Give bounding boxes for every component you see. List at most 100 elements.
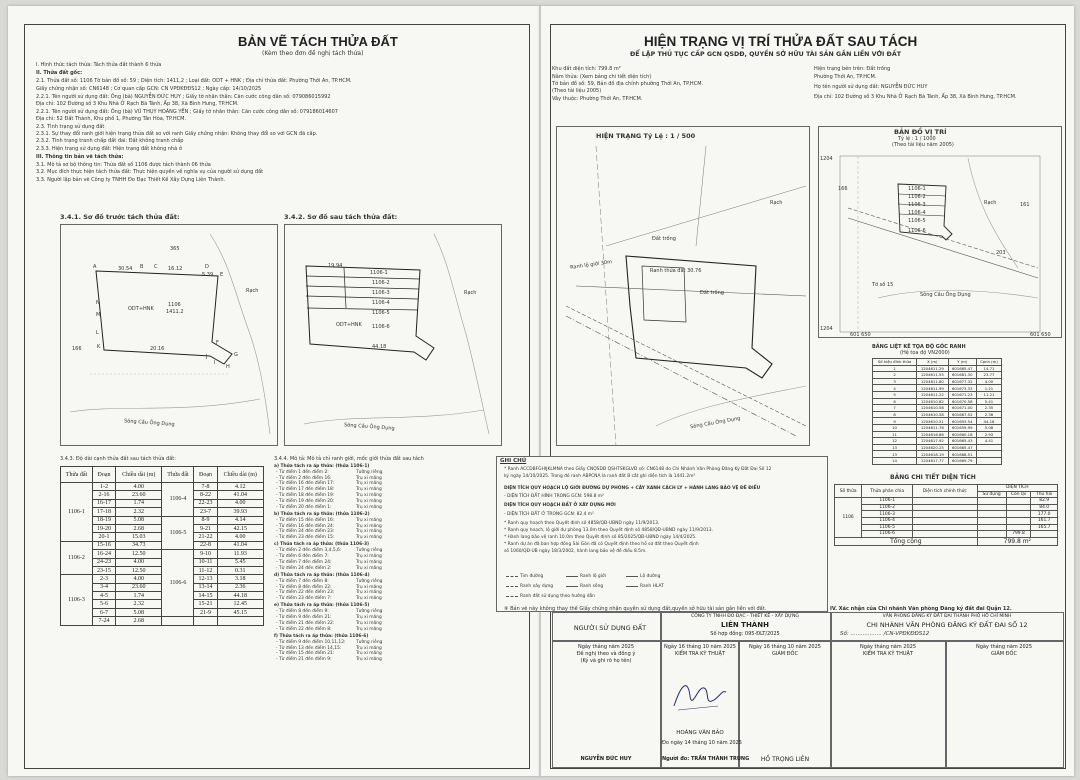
table-segment-cell: 16-24 [92, 549, 117, 559]
table-segment-cell: 21-22 [193, 532, 218, 542]
table-segment-cell: 5-6 [92, 599, 117, 609]
location-note: (Theo tài liệu năm 2005) [892, 142, 954, 148]
right-info-left-line: Tờ bản đồ số: 59, Bản đồ địa chính phườn… [552, 81, 704, 87]
coord-cell [975, 443, 1003, 452]
table-segment-cell: 22-23 [193, 498, 218, 509]
neighbor-row-segment: - Từ điểm 24 đến điểm 2: [276, 565, 332, 571]
before-point-k: K [97, 344, 101, 350]
area-cell: 1106-5 [861, 523, 913, 532]
coord-cell: 601665.43 [947, 437, 977, 445]
location-n161: 161 [1020, 202, 1030, 208]
coord-cell: 1204620.25 [916, 443, 949, 452]
table-segment-cell: 1-2 [92, 481, 117, 492]
sig-director-role: GIÁM ĐỐC [772, 651, 798, 657]
neighbor-row-type: Tường riêng [356, 609, 383, 615]
neighbor-row-segment: - Từ điểm 9 đến điểm 10,11,12: [276, 639, 346, 645]
table-length-cell: 4.00 [115, 557, 163, 567]
sig-director-name: HỒ TRỌNG LIÊN [760, 756, 810, 763]
after-side-dim: 44.18 [372, 344, 387, 350]
coord-title: BẢNG LIỆT KÊ TỌA ĐỘ GÓC RANH [872, 344, 966, 350]
area-cell [976, 530, 1007, 538]
coord-cell: 11 [871, 430, 918, 439]
neighbor-row-segment: - Từ điểm 13 đến điểm 14,15: [276, 645, 342, 651]
coord-cell: 1204617.92 [916, 437, 949, 445]
coord-cell: 601668.51 [947, 450, 977, 458]
area-cell [911, 523, 978, 532]
sig-col-2 [738, 640, 740, 768]
right-info-left-line: Khu đất diện tích: 799.8 m² [552, 66, 621, 72]
neighbor-row-segment: - Từ điểm 23 đến điểm 15: [276, 535, 335, 541]
coord-cell: 4.00 [975, 377, 1003, 386]
coord-cell: 1204610.82 [916, 397, 949, 406]
neighbor-row-type: Trụ xi măng [356, 475, 382, 481]
coord-cell: 5.08 [975, 423, 1003, 432]
location-n166: 166 [838, 186, 848, 192]
table-length-cell: 2.68 [115, 616, 163, 626]
table-length-cell: 3.18 [216, 574, 264, 584]
coord-cell: 14 [871, 456, 918, 465]
neighbor-row-type: Trụ xi măng [356, 504, 382, 510]
legend-swatch [506, 596, 518, 597]
area-cell [1005, 510, 1032, 518]
neighbor-row-segment: - Từ điểm 2 đến điểm 16: [276, 475, 332, 481]
table-length-cell: 45.15 [216, 607, 264, 618]
after-lot-5: 1106-5 [372, 310, 390, 316]
area-cell [911, 497, 978, 505]
location-lot-1: 1106-1 [908, 186, 926, 192]
legend-swatch [626, 586, 638, 587]
legend-note: ⑧ Bản vẽ này không thay thế Giấy chứng n… [504, 606, 767, 612]
after-lot-1: 1106-1 [370, 270, 388, 276]
neighbor-row-segment: - Từ điểm 8 đến điểm 9: [276, 609, 329, 615]
branch-name: CHI NHÁNH VĂN PHÒNG ĐĂNG KÝ ĐẤT ĐAI SỐ 1… [866, 621, 1028, 629]
before-point-m: M [96, 312, 101, 318]
neighbor-row-segment: - Từ điểm 18 đến điểm 19: [276, 493, 335, 498]
area-head-lot: Số thửa [833, 483, 863, 499]
table-segment-cell: 22-8 [193, 540, 218, 551]
coord-cell: 1204610.51 [916, 417, 949, 425]
table-segment-cell: 19-20 [92, 523, 117, 534]
area-total-value: 799.8 m² [976, 536, 1059, 546]
note-line: DIỆN TÍCH QUY HOẠCH LỘ GIỚI ĐƯỜNG DỰ PHÒ… [504, 486, 761, 491]
sketch-before-frame [60, 224, 278, 446]
area-head-official: Diện tích chính thức [911, 483, 978, 499]
right-info-right-line: Phường Thới An, TP.HCM. [814, 74, 877, 80]
neighbor-row-segment: - Từ điểm 2 đến điểm 3,4,5,6: [276, 548, 342, 554]
area-head-use: Sử dụng [976, 490, 1007, 499]
table-segment-cell: 10-11 [193, 557, 218, 567]
signature-frame [552, 612, 1064, 768]
sig-owner-note: (Ký và ghi rõ họ tên) [580, 658, 632, 664]
after-river-line [303, 409, 485, 425]
before-lot: 1106 [168, 302, 181, 308]
table-length-cell: 42.15 [216, 523, 264, 534]
plan-vacant-2: Đất trống [700, 290, 724, 296]
coord-cell: 601671.23 [947, 390, 977, 399]
note-line: ký ngày 14/10/2025. Trong đó ranh ABPCNA… [504, 474, 696, 479]
legend-item: Ranh sông [580, 584, 604, 589]
table-cell [161, 616, 195, 626]
before-point-j: J [206, 354, 208, 360]
neighbor-row-segment: - Từ điểm 19 đến điểm 20: [276, 498, 335, 504]
before-point-l: L [96, 330, 99, 336]
area-cell [911, 516, 978, 525]
neighbor-row-segment: - Từ điểm 15 đến điểm 16: [276, 517, 335, 523]
legend-swatch [566, 576, 578, 577]
location-y2: 601 650 [1030, 332, 1051, 338]
neighbor-row-segment: - Từ điểm 15 đến điểm 21: [276, 651, 335, 657]
coord-header-cell: Y (m) [947, 358, 977, 366]
area-cell: 84.0 [1030, 503, 1058, 512]
coord-cell: 7 [871, 404, 918, 412]
coord-cell: 1204610.58 [916, 410, 949, 419]
legend-swatch [506, 586, 518, 587]
neighbor-row-type: Trụ xi măng [356, 620, 382, 626]
table-segment-cell: 21-9 [193, 607, 218, 618]
table-length-cell: 12.50 [115, 549, 163, 559]
neighbor-row-type: Trụ xi măng [356, 554, 382, 559]
area-cell [911, 503, 978, 512]
